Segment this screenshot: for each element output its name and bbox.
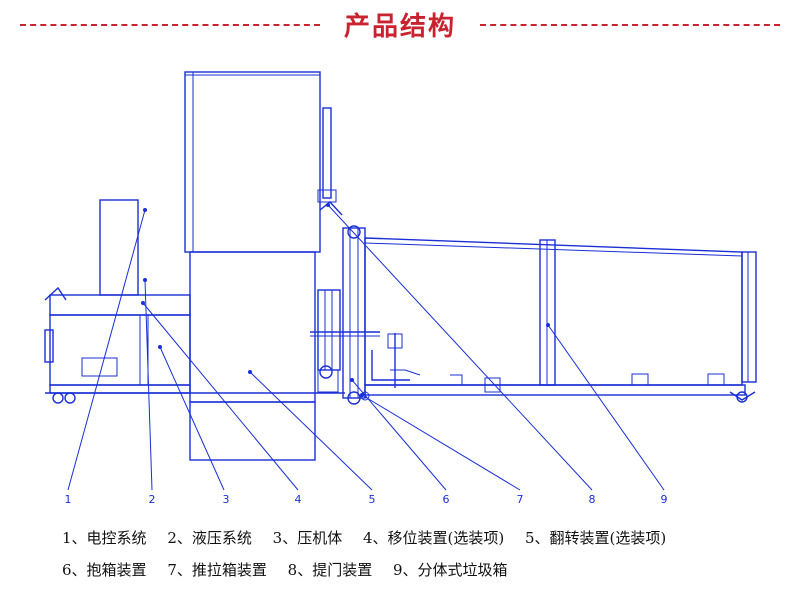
hydraulic-cylinder-column [310,107,380,393]
hinge-frame [342,225,421,405]
callout-5: 5 [369,493,376,506]
legend-row-2: 6、抱箱装置 7、推拉箱装置 8、提门装置 9、分体式垃圾箱 [62,554,782,586]
legend-item-shift-device: 4、移位装置(选装项) [362,529,505,547]
leader-lines [67,203,665,491]
electrical-control-cabinet [99,199,139,296]
compactor-body-tower [184,71,321,461]
callout-8: 8 [589,493,596,506]
legend-item-split-garbage-box: 9、分体式垃圾箱 [392,561,508,579]
legend-item-box-holding-device: 6、抱箱装置 [62,561,147,579]
callout-6: 6 [443,493,450,506]
callout-2: 2 [149,493,156,506]
header-dashed-line-right [480,24,780,26]
callout-1: 1 [65,493,72,506]
legend-item-compactor-body: 3、压机体 [272,529,343,547]
product-structure-diagram: 1 2 3 4 5 6 7 8 9 [44,71,757,506]
machine-base-frame [44,286,345,404]
garbage-container [364,237,757,403]
section-header: 产品结构 [0,0,800,50]
legend-item-door-lift-device: 8、提门装置 [287,561,373,579]
legend-row-1: 1、电控系统 2、液压系统 3、压机体 4、移位装置(选装项) 5、翻转装置(选… [62,522,782,554]
callout-3: 3 [223,493,230,506]
component-legend: 1、电控系统 2、液压系统 3、压机体 4、移位装置(选装项) 5、翻转装置(选… [62,522,782,586]
legend-item-tipping-device: 5、翻转装置(选装项) [525,529,667,547]
legend-item-hydraulic-system: 2、液压系统 [167,529,252,547]
callout-7: 7 [517,493,524,506]
callout-9: 9 [661,493,668,506]
callout-numbers: 1 2 3 4 5 6 7 8 9 [65,493,668,506]
legend-item-electrical-control: 1、电控系统 [62,529,147,547]
header-dashed-line-left [20,24,320,26]
legend-item-push-pull-device: 7、推拉箱装置 [167,561,267,579]
page-title: 产品结构 [343,12,456,42]
callout-4: 4 [295,493,302,506]
